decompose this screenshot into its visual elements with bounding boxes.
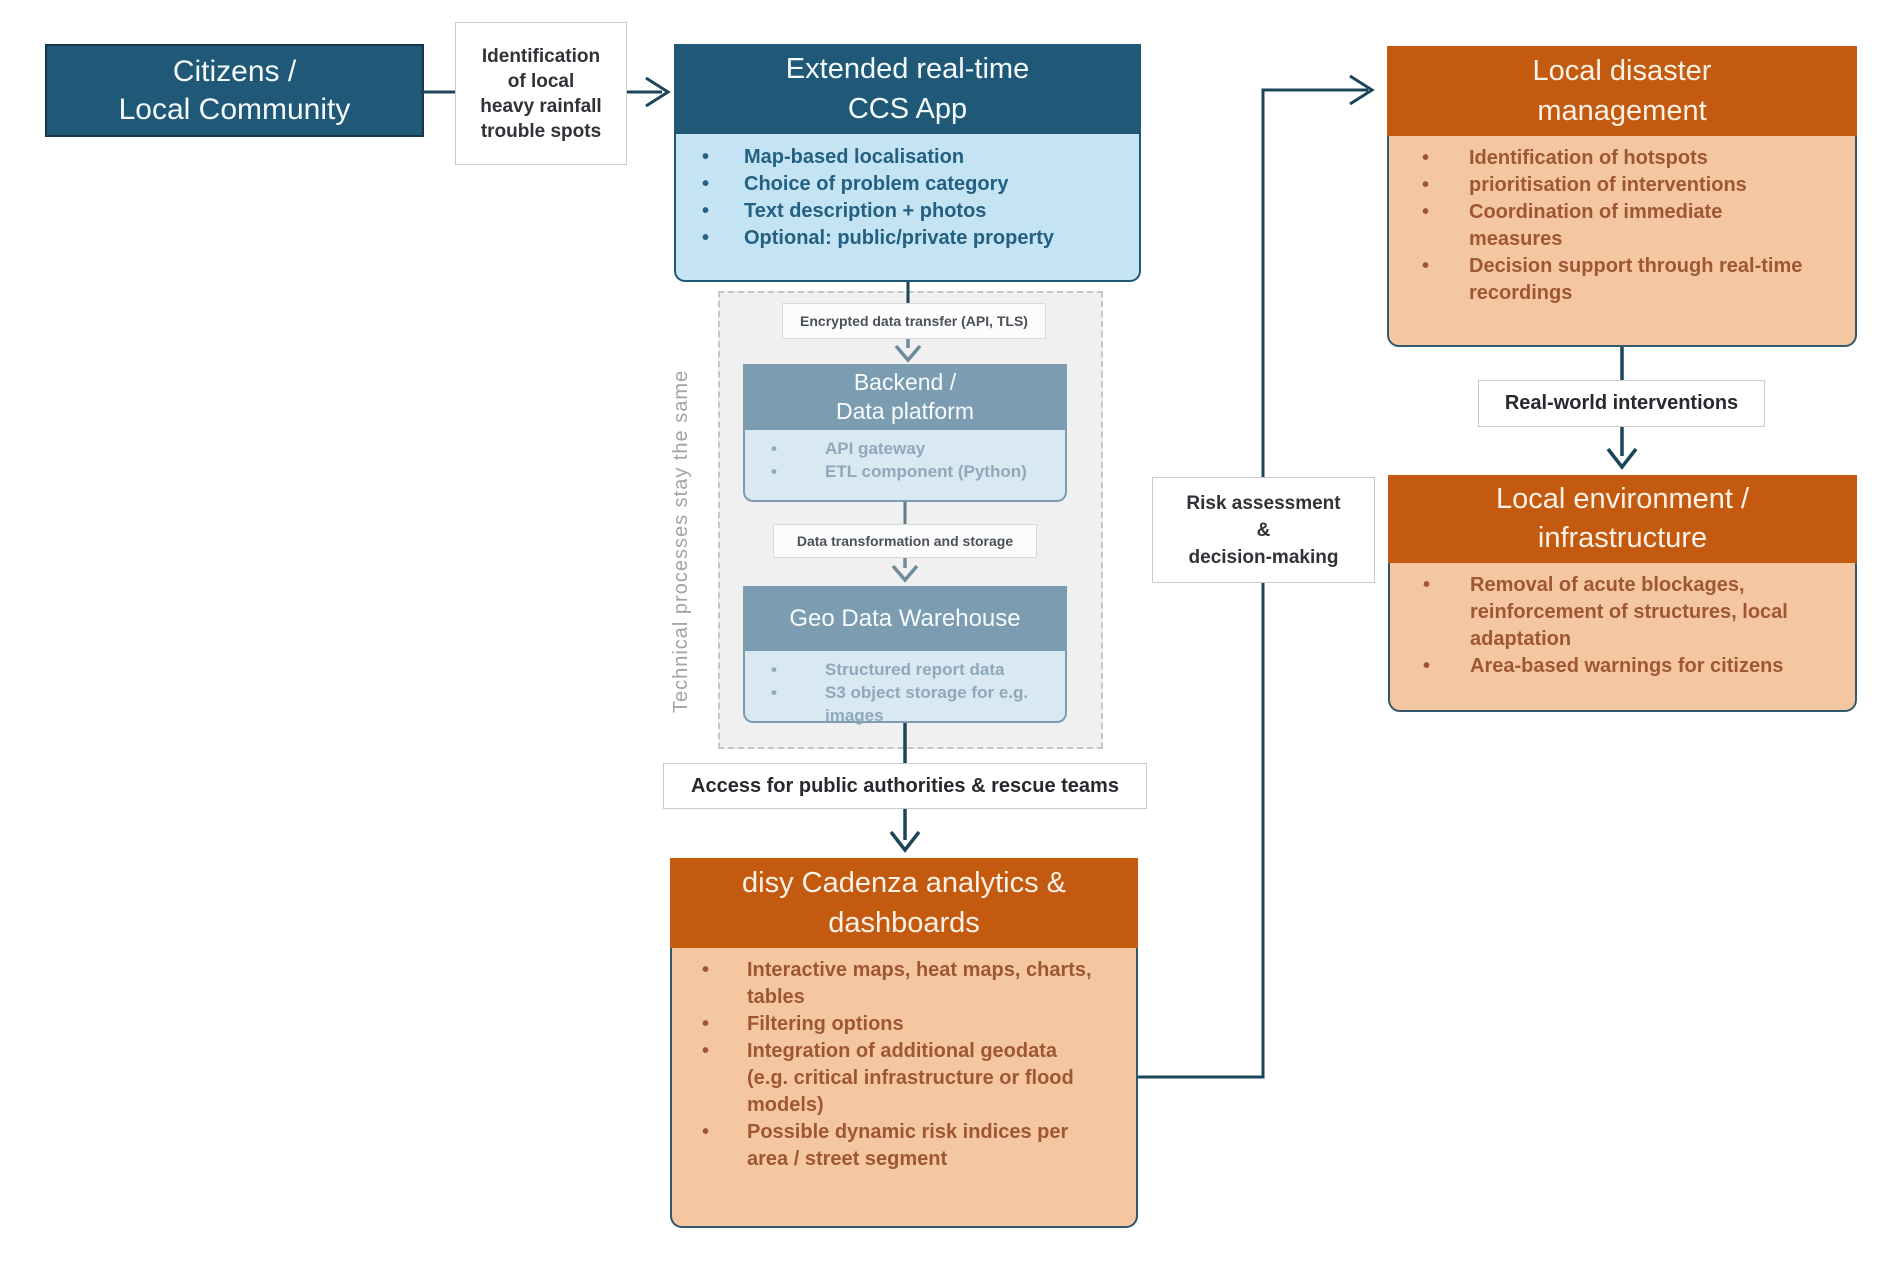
list-item: ETL component (Python) bbox=[745, 460, 1065, 483]
access-label: Access for public authorities & rescue t… bbox=[663, 763, 1147, 809]
list-item: Interactive maps, heat maps, charts, tab… bbox=[672, 957, 1136, 1011]
arrow-transform-to-geo bbox=[891, 558, 919, 583]
disaster-management-title: Local disaster management bbox=[1387, 46, 1857, 136]
environment-infrastructure-box: Local environment / infrastructure Remov… bbox=[1388, 475, 1857, 712]
encrypted-transfer-label: Encrypted data transfer (API, TLS) bbox=[782, 303, 1046, 339]
geo-warehouse-body: Structured report data S3 object storage… bbox=[743, 651, 1067, 725]
risk-assessment-label: Risk assessment & decision-making bbox=[1152, 477, 1375, 583]
backend-title: Backend / Data platform bbox=[743, 364, 1067, 430]
backend-box: Backend / Data platform API gateway ETL … bbox=[743, 364, 1067, 502]
data-transformation-label: Data transformation and storage bbox=[773, 524, 1037, 558]
backend-body: API gateway ETL component (Python) bbox=[743, 430, 1067, 502]
list-item: prioritisation of interventions bbox=[1389, 172, 1855, 199]
list-item: API gateway bbox=[745, 437, 1065, 460]
ccs-app-box: Extended real-time CCS App Map-based loc… bbox=[674, 44, 1141, 282]
list-item: Coordination of immediate measures bbox=[1389, 199, 1855, 253]
ccs-app-title: Extended real-time CCS App bbox=[674, 44, 1141, 134]
list-item: Filtering options bbox=[672, 1011, 1136, 1038]
list-item: S3 object storage for e.g. images bbox=[745, 681, 1065, 727]
citizens-title-line2: Local Community bbox=[118, 92, 351, 126]
disy-cadenza-body: Interactive maps, heat maps, charts, tab… bbox=[670, 948, 1138, 1228]
geo-warehouse-title: Geo Data Warehouse bbox=[743, 586, 1067, 651]
list-item: Optional: public/private property bbox=[676, 225, 1139, 252]
list-item: Identification of hotspots bbox=[1389, 145, 1855, 172]
identification-label: Identification of local heavy rainfall t… bbox=[455, 22, 627, 165]
list-item: Map-based localisation bbox=[676, 144, 1139, 171]
environment-infrastructure-body: Removal of acute blockages, reinforcemen… bbox=[1388, 563, 1857, 712]
disaster-management-box: Local disaster management Identification… bbox=[1387, 46, 1857, 347]
list-item: Text description + photos bbox=[676, 198, 1139, 225]
arrow-encrypted-to-backend bbox=[894, 339, 922, 363]
citizens-title-line1: Citizens / bbox=[172, 54, 297, 88]
list-item: Integration of additional geodata (e.g. … bbox=[672, 1038, 1136, 1119]
citizens-box: Citizens / Local Community bbox=[45, 44, 424, 137]
arrow-realworld-to-environment bbox=[1606, 427, 1638, 470]
list-item: Decision support through real-time recor… bbox=[1389, 253, 1855, 307]
disaster-management-body: Identification of hotspots prioritisatio… bbox=[1387, 136, 1857, 347]
real-world-interventions-label: Real-world interventions bbox=[1478, 380, 1765, 427]
environment-infrastructure-title: Local environment / infrastructure bbox=[1388, 475, 1857, 563]
arrow-access-to-disy bbox=[889, 809, 921, 853]
list-item: Structured report data bbox=[745, 658, 1065, 681]
list-item: Choice of problem category bbox=[676, 171, 1139, 198]
ccs-app-body: Map-based localisation Choice of problem… bbox=[674, 134, 1141, 282]
list-item: Possible dynamic risk indices per area /… bbox=[672, 1119, 1136, 1173]
list-item: Area-based warnings for citizens bbox=[1390, 653, 1855, 680]
list-item: Removal of acute blockages, reinforcemen… bbox=[1390, 572, 1855, 653]
disy-cadenza-title: disy Cadenza analytics & dashboards bbox=[670, 858, 1138, 948]
arrow-disy-to-disaster-mgmt bbox=[1138, 74, 1375, 1079]
disy-cadenza-box: disy Cadenza analytics & dashboards Inte… bbox=[670, 858, 1138, 1228]
geo-warehouse-box: Geo Data Warehouse Structured report dat… bbox=[743, 586, 1067, 725]
